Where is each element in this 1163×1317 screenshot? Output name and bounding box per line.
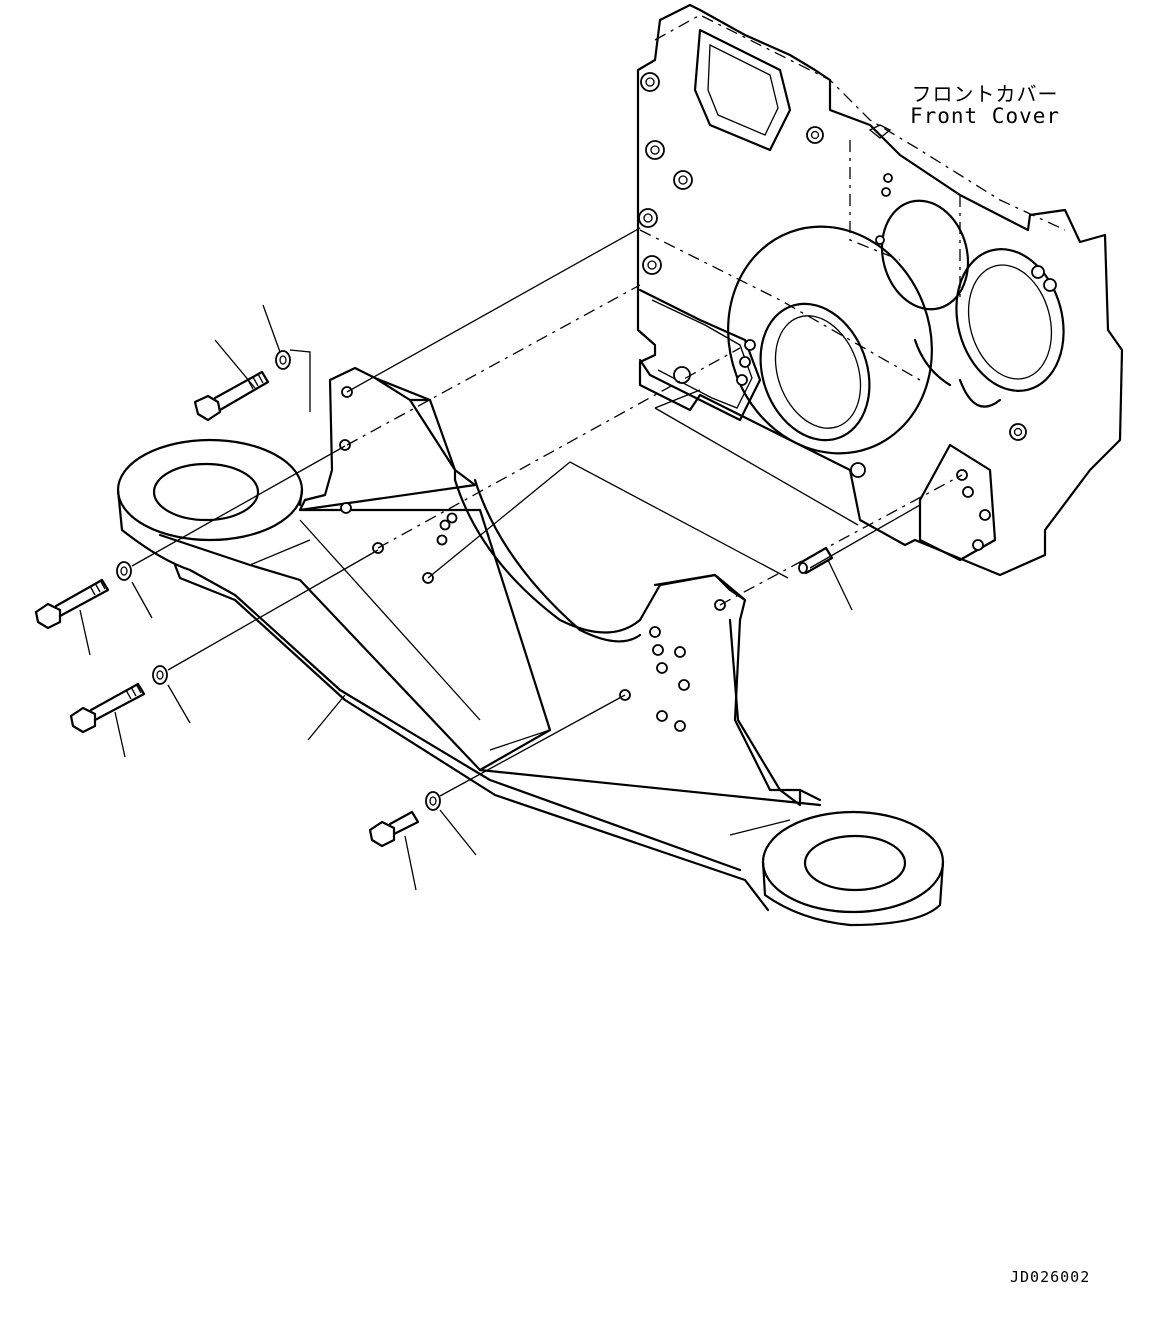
- dowel-pin: [798, 546, 834, 575]
- washer-4: [425, 791, 441, 811]
- assembly-lines: [131, 227, 963, 797]
- washer-1: [275, 350, 291, 370]
- bracket-outline: [116, 366, 945, 927]
- bolt-1: [193, 370, 270, 422]
- front-cover-outline: [636, 3, 1124, 577]
- bolt-2: [34, 578, 110, 630]
- washer-2: [116, 561, 132, 581]
- bolt-3: [69, 682, 146, 734]
- drawing-code: JD026002: [1010, 1268, 1091, 1286]
- washer-3: [152, 665, 168, 685]
- front-cover-label-en: Front Cover: [909, 104, 1061, 128]
- front-cover-label-jp: フロントカバー: [911, 82, 1059, 106]
- bolt-4: [368, 810, 420, 848]
- leader-lines: [79, 304, 853, 891]
